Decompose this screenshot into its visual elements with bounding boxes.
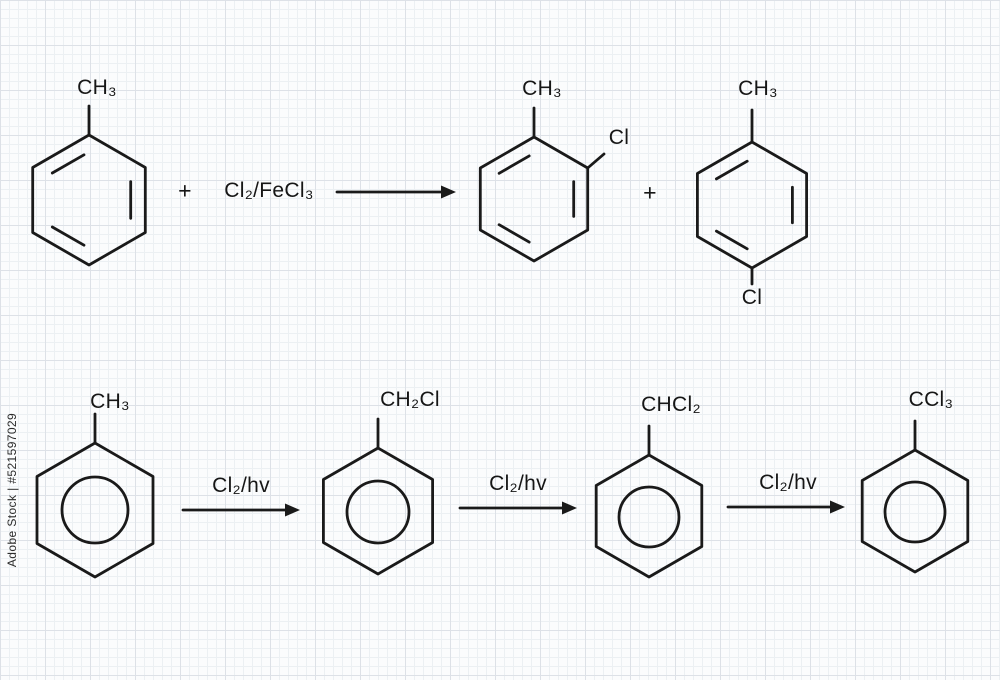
double-bond — [497, 223, 531, 244]
plus-sign: + — [178, 177, 192, 204]
reagent-label-cl2-hv-1: Cl₂/hv — [212, 474, 270, 497]
double-bond — [50, 225, 86, 247]
benzotrichloride-label: CCl₃ — [908, 388, 954, 411]
ortho-chlorotoluene-structure — [478, 106, 606, 263]
para-cl-label: Cl — [741, 286, 763, 309]
ortho-ch3-label: CH₃ — [522, 77, 562, 100]
reagent-label-cl2-hv-3: Cl₂/hv — [759, 471, 817, 494]
double-bond — [50, 153, 86, 175]
benzene-ring — [478, 135, 590, 263]
benzene-ring — [321, 446, 435, 576]
reaction-arrow-top — [335, 185, 456, 199]
double-bond — [497, 154, 531, 175]
benzal-chloride-label: CHCl₂ — [641, 393, 701, 416]
plus-sign: + — [643, 179, 657, 206]
aromatic-circle — [883, 480, 947, 544]
benzene-ring — [31, 133, 147, 267]
reagent-label-cl2-fecl3: Cl₂/FeCl₃ — [224, 179, 314, 202]
benzene-ring — [594, 453, 704, 579]
arrowhead — [441, 185, 456, 199]
double-bond — [715, 159, 749, 181]
ortho-cl-label: Cl — [608, 126, 630, 149]
arrowhead — [285, 503, 300, 517]
benzyl-chloride-label: CH₂Cl — [380, 388, 440, 411]
reaction-arrow-step3 — [726, 500, 845, 514]
toluene-kekule-structure — [31, 104, 147, 267]
benzotrichloride-structure — [860, 419, 970, 574]
benzene-ring — [860, 448, 970, 574]
para-chlorotoluene-structure — [696, 108, 808, 286]
reaction-arrow-step2 — [458, 501, 577, 515]
toluene-aromatic-structure — [35, 412, 155, 579]
arrowhead — [562, 501, 577, 515]
aromatic-circle — [345, 479, 411, 545]
benzyl-chloride-structure — [321, 417, 435, 576]
benzal-chloride-structure — [594, 424, 704, 579]
arrowhead — [830, 500, 845, 514]
reaction-arrow-step1 — [181, 503, 300, 517]
toluene-ch3-label: CH₃ — [77, 76, 117, 99]
aromatic-circle — [60, 475, 130, 545]
substituent-bond — [586, 152, 606, 170]
bottom-toluene-ch3-label: CH₃ — [90, 390, 130, 413]
benzene-ring — [35, 441, 155, 579]
aromatic-circle — [617, 485, 681, 549]
para-ch3-label: CH₃ — [738, 77, 778, 100]
double-bond — [715, 229, 749, 251]
stock-watermark-text: Adobe Stock | #521597029 — [5, 412, 19, 568]
benzene-ring — [696, 140, 808, 270]
reagent-label-cl2-hv-2: Cl₂/hv — [489, 472, 547, 495]
